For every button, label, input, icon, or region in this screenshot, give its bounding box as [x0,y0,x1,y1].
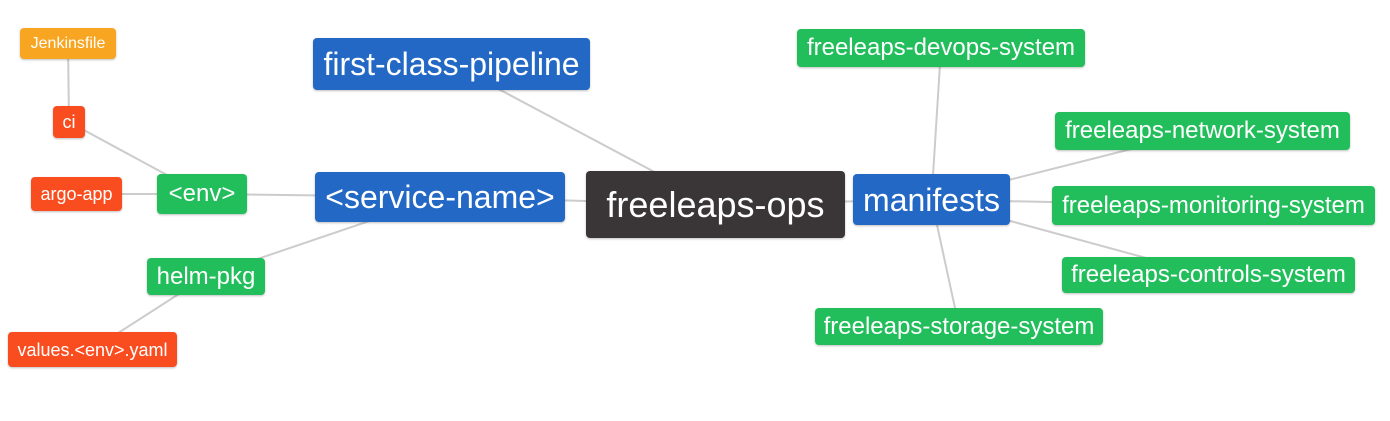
node-helm-pkg[interactable]: helm-pkg [147,258,265,295]
node-jenkinsfile[interactable]: Jenkinsfile [20,28,116,59]
node-env[interactable]: <env> [157,174,247,214]
node-freeleaps-monitoring-system[interactable]: freeleaps-monitoring-system [1052,186,1375,225]
node-argo-app[interactable]: argo-app [31,177,122,211]
node-ci[interactable]: ci [53,106,85,138]
node-values-env-yaml[interactable]: values.<env>.yaml [8,332,177,367]
node-freeleaps-ops-root[interactable]: freeleaps-ops [586,171,845,238]
node-freeleaps-controls-system[interactable]: freeleaps-controls-system [1062,257,1355,293]
node-manifests[interactable]: manifests [853,174,1010,225]
node-freeleaps-storage-system[interactable]: freeleaps-storage-system [815,308,1103,345]
node-freeleaps-network-system[interactable]: freeleaps-network-system [1055,112,1350,150]
node-first-class-pipeline[interactable]: first-class-pipeline [313,38,590,90]
node-service-name[interactable]: <service-name> [315,172,565,222]
node-freeleaps-devops-system[interactable]: freeleaps-devops-system [797,29,1085,67]
